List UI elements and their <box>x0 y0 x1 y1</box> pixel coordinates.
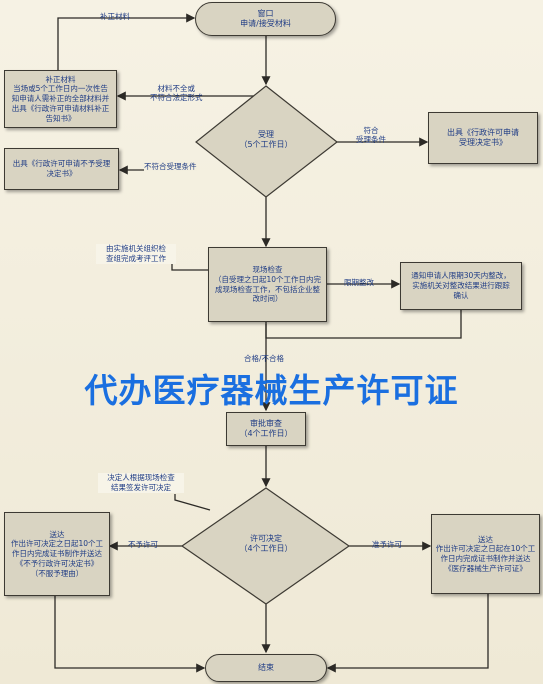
connector-inspection-note <box>171 258 208 271</box>
inspection-text-3: 改时间） <box>252 294 283 304</box>
accept-condition-line2: 受理条件 <box>356 135 386 145</box>
deny-box-text-1: 作出许可决定之日起10个工 <box>10 539 104 549</box>
grant-box-title: 送达 <box>478 534 493 544</box>
decision-title: 许可决定 <box>250 534 282 543</box>
reject-box-line1: 出具《行政许可申请不予受理 <box>12 159 111 169</box>
incomplete-label-line2: 不符合法定形式 <box>150 93 203 103</box>
decision-note-line1: 决定人根据现场检查 <box>107 473 175 482</box>
deny-box-text-4: （不服予理由） <box>30 568 84 578</box>
accept-diamond-text: 受理 （5个工作日） <box>216 130 316 151</box>
deny-label: 不予许可 <box>128 540 158 549</box>
inspection-text-2: 成现场检查工作，不包括企业整 <box>215 284 320 294</box>
grant-label: 准予许可 <box>372 540 402 549</box>
inspection-note-line1: 由实施机关组织检 <box>106 244 166 253</box>
inspection-box: 现场检查 （自受理之日起10个工作日内完 成现场检查工作，不包括企业整 改时间） <box>208 247 327 322</box>
incomplete-label-line1: 材料不全或 <box>157 84 196 93</box>
decision-diamond-shape <box>180 487 351 605</box>
rectify-text-1: 通知申请人限期30天内整改， <box>411 271 511 281</box>
decision-note-line2: 结果签发许可决定 <box>111 482 171 492</box>
start-subtitle: 申请/接受材料 <box>240 19 291 28</box>
accept-condition-label: 符合 受理条件 <box>356 126 386 145</box>
end-node: 结束 <box>205 654 327 682</box>
watermark-text: 代办医疗器械生产许可证 <box>84 371 459 410</box>
grant-box: 送达 作出许可决定之日起在10个工 作日内完成证书制作并送达 《医疗器械生产许可… <box>431 514 540 594</box>
deny-box-text-2: 作日内完成证书制作并送达 <box>12 549 102 559</box>
accept-title: 受理 <box>258 130 274 139</box>
reject-condition-label: 不符合受理条件 <box>144 162 197 172</box>
accept-duration: （5个工作日） <box>239 140 293 150</box>
grant-box-text-3: 《医疗器械生产许可证》 <box>444 563 527 573</box>
incomplete-materials-label: 材料不全或 不符合法定形式 <box>150 84 203 103</box>
accept-decision-box: 出具《行政许可申请 受理决定书》 <box>428 112 538 164</box>
grant-box-text-1: 作出许可决定之日起在10个工 <box>435 544 536 554</box>
inspection-note-line2: 查组完成考评工作 <box>106 253 166 263</box>
grant-box-text-2: 作日内完成证书制作并送达 <box>440 554 531 563</box>
supplement-text-3: 出具《行政许可申请材料补正 <box>11 103 110 113</box>
review-duration: （4个工作日） <box>239 429 293 438</box>
decision-diamond-text: 许可决定 （4个工作日） <box>216 534 316 555</box>
pass-fail-label: 合格/不合格 <box>244 354 285 363</box>
end-label: 结束 <box>258 662 274 672</box>
accept-decision-line2: 受理决定书》 <box>459 138 507 147</box>
deny-box-title: 送达 <box>49 529 65 539</box>
accept-diamond-shape <box>195 85 338 198</box>
accept-decision-line1: 出具《行政许可申请 <box>447 127 519 137</box>
deny-box-text-3: 《不予行政许可决定书》 <box>15 558 99 568</box>
accept-condition-line1: 符合 <box>363 126 379 135</box>
reject-box-line2: 决定书》 <box>46 169 77 178</box>
arrow-deny-to-end <box>54 596 206 673</box>
rectify-text-2: 实施机关对整改结果进行跟踪 <box>412 281 510 291</box>
connector-decision-note <box>174 494 211 511</box>
supplement-text-4: 告知书》 <box>45 113 76 123</box>
supplement-text-2: 知申请人需补正的全部材料并 <box>11 94 110 104</box>
inspection-title: 现场检查 <box>252 265 283 274</box>
rectify-box: 通知申请人限期30天内整改， 实施机关对整改结果进行跟踪 确认 <box>400 262 522 310</box>
supplement-text-1: 当场或5个工作日内一次性告 <box>13 84 108 94</box>
decision-note: 决定人根据现场检查 结果签发许可决定 <box>98 473 184 493</box>
start-title: 窗口 <box>257 8 274 18</box>
deny-box: 送达 作出许可决定之日起10个工 作日内完成证书制作并送达 《不予行政许可决定书… <box>4 512 110 596</box>
decision-duration: （4个工作日） <box>239 544 293 554</box>
supplement-box: 补正材料 当场或5个工作日内一次性告 知申请人需补正的全部材料并 出具《行政许可… <box>4 70 117 128</box>
inspection-note: 由实施机关组织检 查组完成考评工作 <box>96 244 176 264</box>
review-box: 审批审查 （4个工作日） <box>226 412 306 446</box>
arrow-supplement-to-start <box>57 13 196 70</box>
review-title: 审批审查 <box>250 418 282 428</box>
inspection-text-1: （自受理之日起10个工作日内完 <box>213 274 322 284</box>
supplement-arrow-label: 补正材料 <box>100 12 130 21</box>
supplement-title: 补正材料 <box>45 74 76 84</box>
arrow-grant-to-end <box>326 594 489 673</box>
start-node: 窗口 申请/接受材料 <box>195 2 336 36</box>
reject-box: 出具《行政许可申请不予受理 决定书》 <box>4 148 119 190</box>
rectify-text-3: 确认 <box>453 290 469 300</box>
rectify-label: 限期整改 <box>344 278 374 287</box>
